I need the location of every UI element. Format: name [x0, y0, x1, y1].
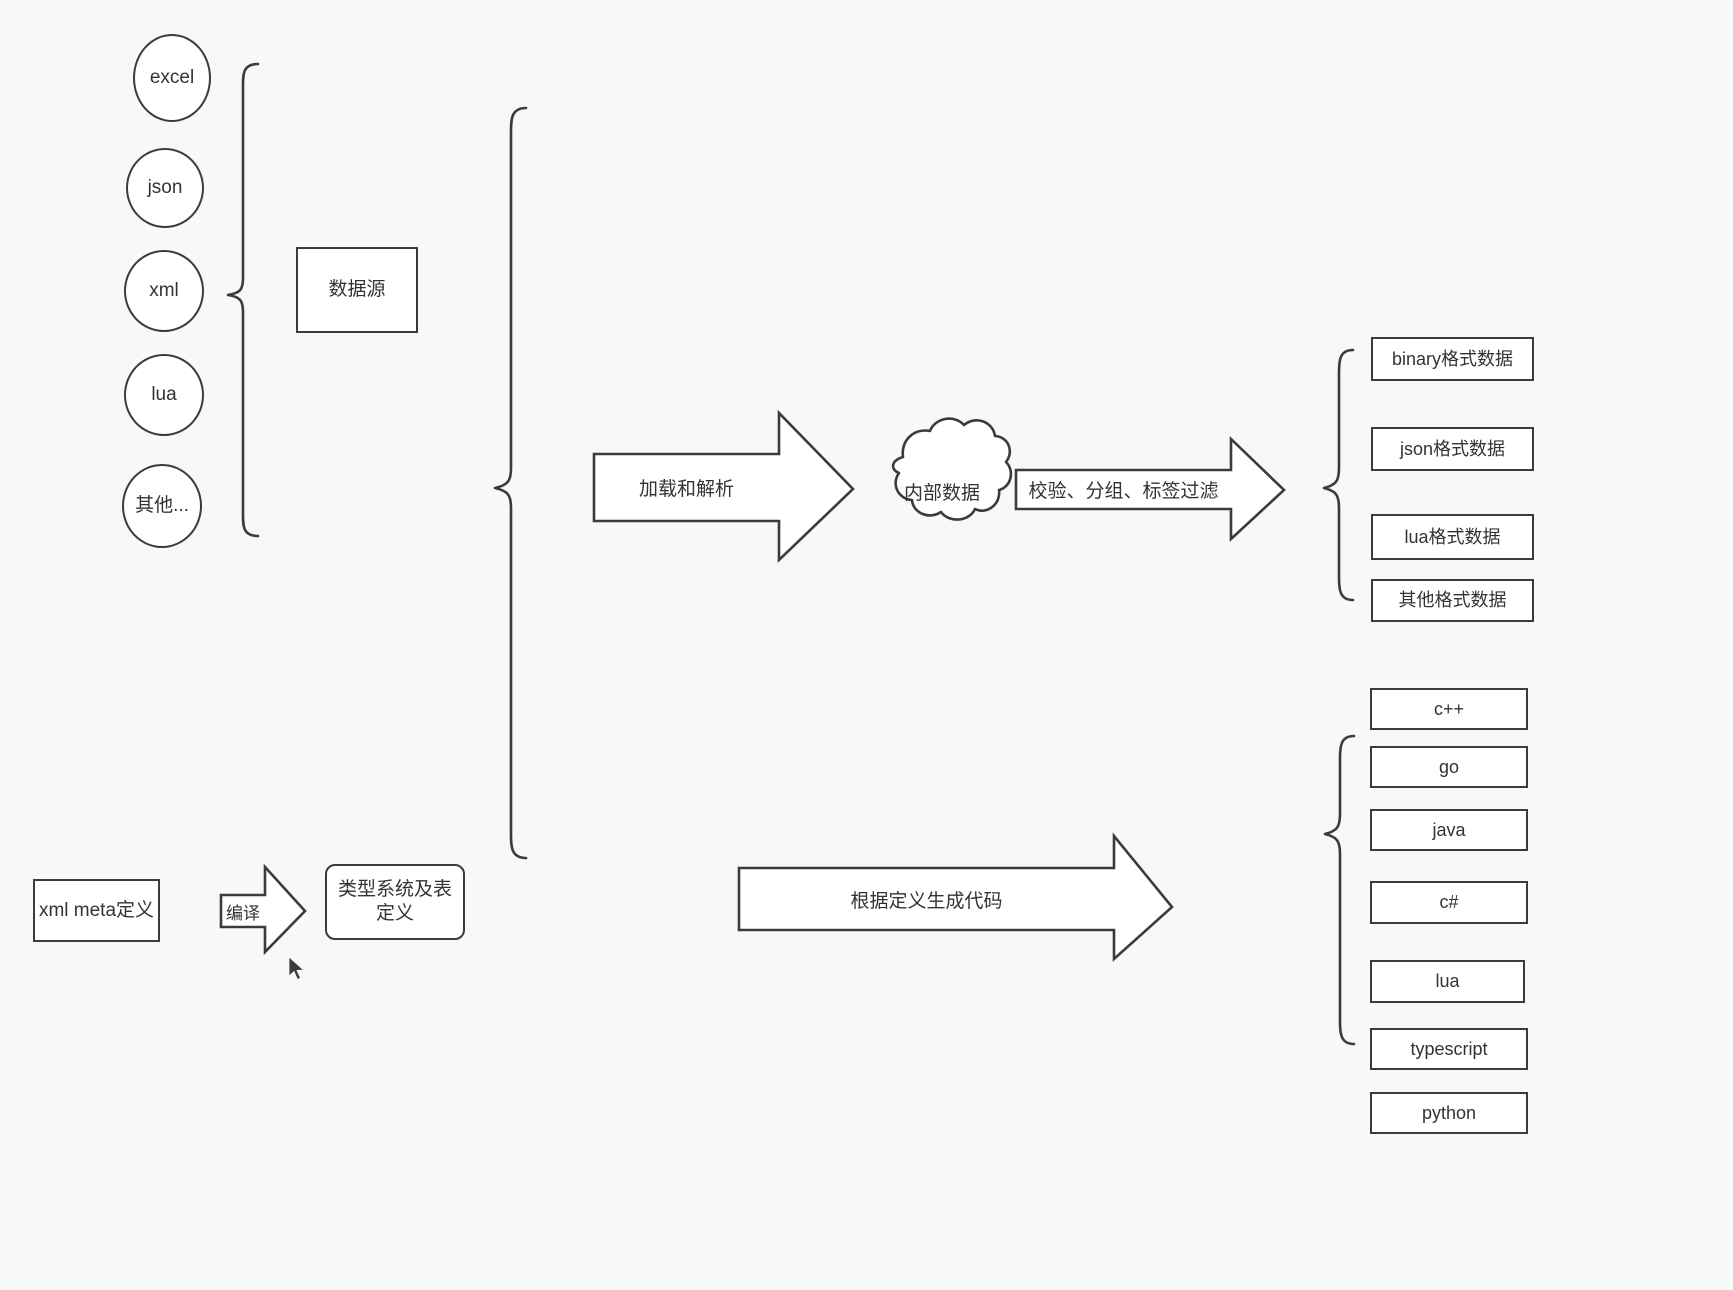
language-box-go[interactable]: go	[1370, 746, 1528, 788]
language-label: python	[1421, 1102, 1477, 1123]
language-label: lua	[1435, 971, 1460, 992]
codegen-arrow	[737, 832, 1174, 962]
source-group-brace	[226, 62, 260, 538]
language-group-brace	[1323, 734, 1356, 1046]
language-box-cpp[interactable]: c++	[1370, 688, 1528, 730]
language-label: c++	[1433, 698, 1465, 719]
data-format-group-brace	[1322, 348, 1355, 602]
internal-data-cloud	[891, 417, 1013, 521]
language-box-java[interactable]: java	[1370, 809, 1528, 851]
type-system-label-line1: 类型系统及表	[337, 879, 452, 901]
language-label: typescript	[1410, 1038, 1488, 1059]
language-box-typescript[interactable]: typescript	[1370, 1028, 1528, 1070]
type-system-label-line2: 定义	[375, 903, 414, 924]
load-parse-arrow	[592, 409, 855, 564]
language-label: c#	[1439, 892, 1459, 913]
compile-arrow	[219, 863, 307, 956]
type-system-box[interactable]: 类型系统及表 定义	[325, 864, 465, 940]
language-box-python[interactable]: python	[1370, 1092, 1528, 1134]
source-node-lua[interactable]: lua	[124, 354, 204, 436]
language-box-lua[interactable]: lua	[1370, 960, 1525, 1003]
language-label: java	[1432, 819, 1466, 840]
language-label: go	[1438, 756, 1460, 777]
filter-arrow	[1014, 435, 1286, 542]
pipeline-input-brace	[493, 106, 528, 860]
language-box-csharp[interactable]: c#	[1370, 881, 1528, 924]
